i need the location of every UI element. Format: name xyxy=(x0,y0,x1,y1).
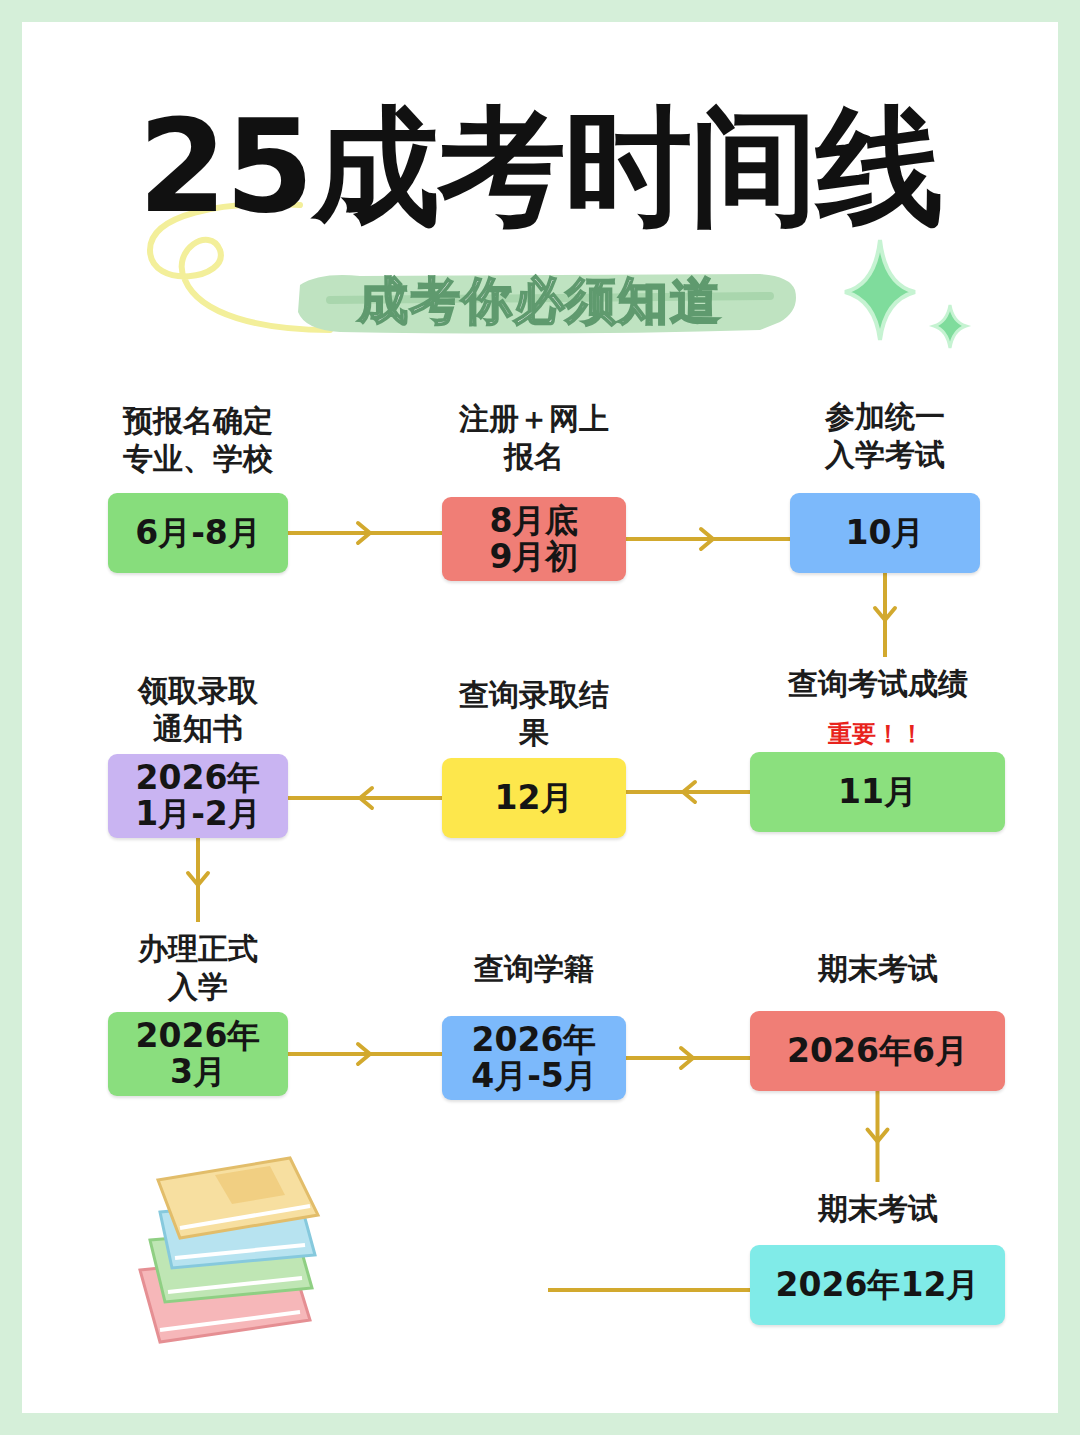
arrow-head xyxy=(358,1044,370,1064)
arrow-head xyxy=(701,529,713,549)
timeline-step: 查询录取结 果 12月 xyxy=(442,676,626,838)
date-text: 2026年12月 xyxy=(754,1267,1001,1303)
date-text: 2026年6月 xyxy=(754,1033,1001,1069)
date-text: 11月 xyxy=(754,774,1001,810)
connector-line xyxy=(288,531,442,535)
timeline-step: 注册＋网上 报名 8月底 9月初 xyxy=(442,400,626,581)
connector-line xyxy=(196,838,200,922)
timeline-step: 期末考试 2026年12月 xyxy=(750,1190,1005,1325)
step-heading: 参加统一 入学考试 xyxy=(790,398,980,474)
date-box: 10月 xyxy=(790,493,980,573)
arrow-head xyxy=(188,873,208,885)
arrow-head xyxy=(868,1130,888,1142)
connector-line xyxy=(883,573,887,657)
date-text: 2026年 4月-5月 xyxy=(446,1022,622,1094)
timeline-step: 领取录取 通知书 2026年 1月-2月 xyxy=(108,672,288,838)
sparkle xyxy=(845,240,915,340)
flow-arrow xyxy=(626,782,750,802)
step-heading: 领取录取 通知书 xyxy=(108,672,288,748)
step-heading: 查询考试成绩 xyxy=(750,665,1005,703)
flow-arrow xyxy=(875,573,895,657)
step-heading: 期末考试 xyxy=(750,1190,1005,1228)
timeline-step: 参加统一 入学考试 10月 xyxy=(790,398,980,573)
subtitle: 成考你必须知道 xyxy=(0,270,1080,332)
arrow-head xyxy=(358,523,370,543)
date-text: 6月-8月 xyxy=(112,515,284,551)
flow-arrow xyxy=(288,1044,442,1064)
flow-arrow xyxy=(868,1091,888,1182)
connector-line xyxy=(626,1056,750,1060)
step-heading: 查询录取结 果 xyxy=(442,676,626,752)
timeline-step: 办理正式 入学 2026年 3月 xyxy=(108,930,288,1096)
date-box: 6月-8月 xyxy=(108,493,288,573)
books-illustration xyxy=(140,1158,318,1342)
connector-line xyxy=(876,1091,880,1182)
timeline-step: 预报名确定 专业、学校 6月-8月 xyxy=(108,402,288,573)
step-heading: 预报名确定 专业、学校 xyxy=(108,402,288,478)
date-box: 12月 xyxy=(442,758,626,838)
connector-line xyxy=(288,796,442,800)
connector-line xyxy=(626,790,750,794)
arrow-head xyxy=(360,788,372,808)
arrow-head xyxy=(683,782,695,802)
connector-line xyxy=(626,537,790,541)
flow-arrow xyxy=(626,529,790,549)
date-text: 8月底 9月初 xyxy=(446,503,622,575)
step-heading: 办理正式 入学 xyxy=(108,930,288,1006)
arrow-head xyxy=(875,608,895,620)
date-box: 2026年6月 xyxy=(750,1011,1005,1091)
date-box: 2026年 4月-5月 xyxy=(442,1016,626,1100)
date-text: 2026年 3月 xyxy=(112,1018,284,1090)
date-box: 8月底 9月初 xyxy=(442,497,626,581)
date-text: 10月 xyxy=(794,515,976,551)
connector-line xyxy=(288,1052,442,1056)
step-heading: 注册＋网上 报名 xyxy=(442,400,626,476)
trail-line xyxy=(548,1288,752,1292)
date-text: 2026年 1月-2月 xyxy=(112,760,284,832)
step-heading: 查询学籍 xyxy=(442,950,626,988)
flow-arrow xyxy=(288,788,442,808)
step-heading: 期末考试 xyxy=(750,950,1005,988)
arrow-head xyxy=(681,1048,693,1068)
timeline-step: 期末考试 2026年6月 xyxy=(750,950,1005,1091)
timeline-step: 查询考试成绩 11月 xyxy=(750,665,1005,832)
flow-arrow xyxy=(288,523,442,543)
timeline-step: 查询学籍 2026年 4月-5月 xyxy=(442,950,626,1100)
date-box: 2026年 3月 xyxy=(108,1012,288,1096)
important-note: 重要！！ xyxy=(828,719,924,749)
date-box: 2026年 1月-2月 xyxy=(108,754,288,838)
date-box: 2026年12月 xyxy=(750,1245,1005,1325)
title: 25成考时间线 xyxy=(0,92,1080,242)
flow-arrow xyxy=(188,838,208,922)
flow-arrow xyxy=(626,1048,750,1068)
date-text: 12月 xyxy=(446,780,622,816)
date-box: 11月 xyxy=(750,752,1005,832)
sparkle xyxy=(934,305,966,348)
